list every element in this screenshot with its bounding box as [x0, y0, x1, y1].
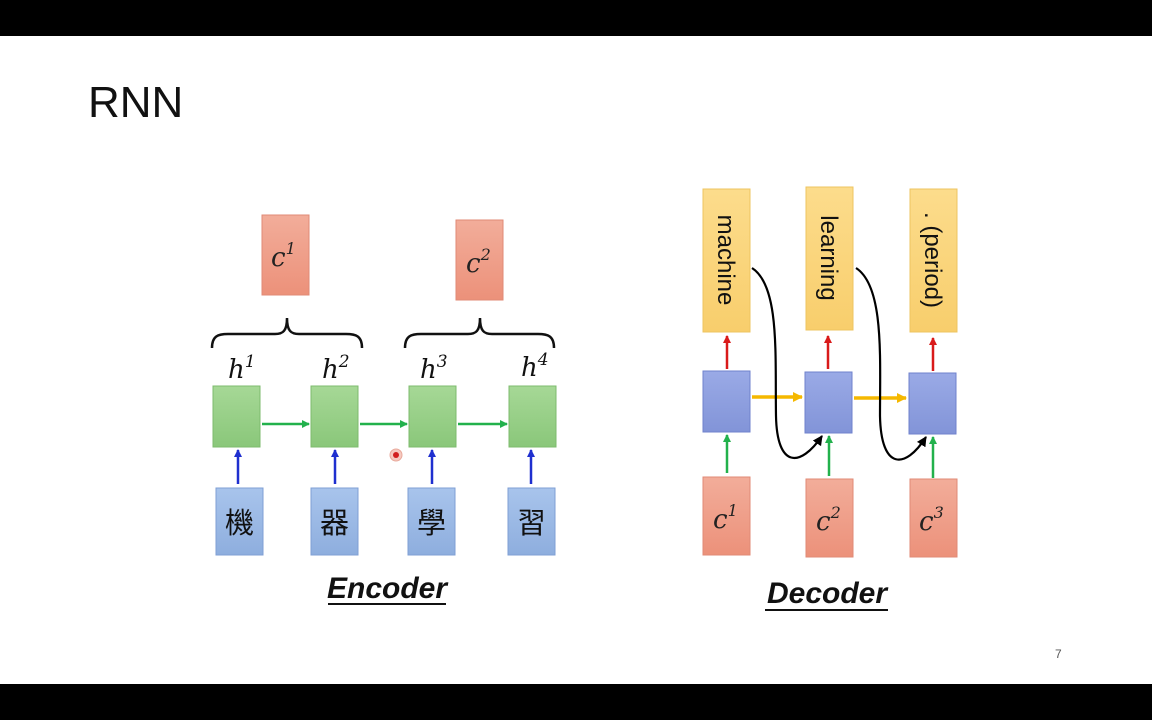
svg-text:c2: c2 — [466, 245, 491, 279]
hidden-label-1: h1 — [228, 352, 256, 385]
slide: RNN 7 — [0, 36, 1152, 684]
decoder-output-3: . (period) — [909, 188, 958, 333]
svg-text:c3: c3 — [919, 503, 944, 537]
brace-left — [210, 317, 364, 349]
enc-c2-sup: 2 — [480, 245, 491, 264]
feedback-arrow-2 — [855, 267, 927, 461]
svg-text:machine: machine — [712, 215, 739, 306]
decoder-context-c3: c3 — [909, 478, 958, 558]
hidden-cell-4 — [508, 385, 557, 448]
hidden-cell-3 — [408, 385, 457, 448]
encoder-label: Encoder — [327, 572, 449, 605]
svg-text:c1: c1 — [713, 501, 738, 535]
decoder-output-2: learning — [805, 186, 854, 331]
letterbox-top — [0, 0, 1152, 36]
svg-text:. (period): . (period) — [919, 212, 946, 308]
brace-right — [403, 317, 556, 349]
enc-c1-sup: 1 — [286, 239, 296, 258]
rnn-diagram: c1 c2 h1 h2 h3 h4 — [210, 186, 958, 611]
decoder-cell-3 — [908, 372, 957, 435]
encoder-context-c2: c2 — [455, 219, 504, 301]
page-number: 7 — [1055, 647, 1062, 661]
encoder-input-4: 習 — [507, 487, 556, 556]
slide-title: RNN — [88, 78, 184, 127]
hidden-cell-2 — [310, 385, 359, 448]
decoder-context-c2: c2 — [805, 478, 854, 558]
letterbox-bottom — [0, 684, 1152, 720]
encoder-input-3: 學 — [407, 487, 456, 556]
decoder-cell-2 — [804, 371, 853, 434]
svg-text:學: 學 — [417, 506, 446, 540]
svg-text:器: 器 — [320, 506, 349, 540]
hidden-label-3: h3 — [420, 352, 448, 385]
enc-c1-base: c — [271, 243, 286, 273]
feedback-arrow-1 — [751, 267, 823, 460]
decoder-cell-1 — [702, 370, 751, 433]
svg-text:c1: c1 — [271, 239, 296, 273]
svg-text:習: 習 — [517, 506, 546, 540]
decoder-output-1: machine — [702, 188, 751, 333]
decoder-label: Decoder — [767, 577, 889, 610]
svg-text:learning: learning — [815, 215, 842, 300]
decoder-context-c1: c1 — [702, 476, 751, 556]
encoder-input-1: 機 — [215, 487, 264, 556]
encoder-context-c1: c1 — [261, 214, 310, 296]
enc-c2-base: c — [466, 249, 481, 279]
laser-pointer-dot — [389, 448, 403, 462]
hidden-label-4: h4 — [521, 350, 549, 383]
hidden-cell-1 — [212, 385, 261, 448]
svg-text:c2: c2 — [816, 503, 841, 537]
svg-text:機: 機 — [225, 506, 254, 540]
encoder-input-2: 器 — [310, 487, 359, 556]
hidden-label-2: h2 — [322, 352, 350, 385]
